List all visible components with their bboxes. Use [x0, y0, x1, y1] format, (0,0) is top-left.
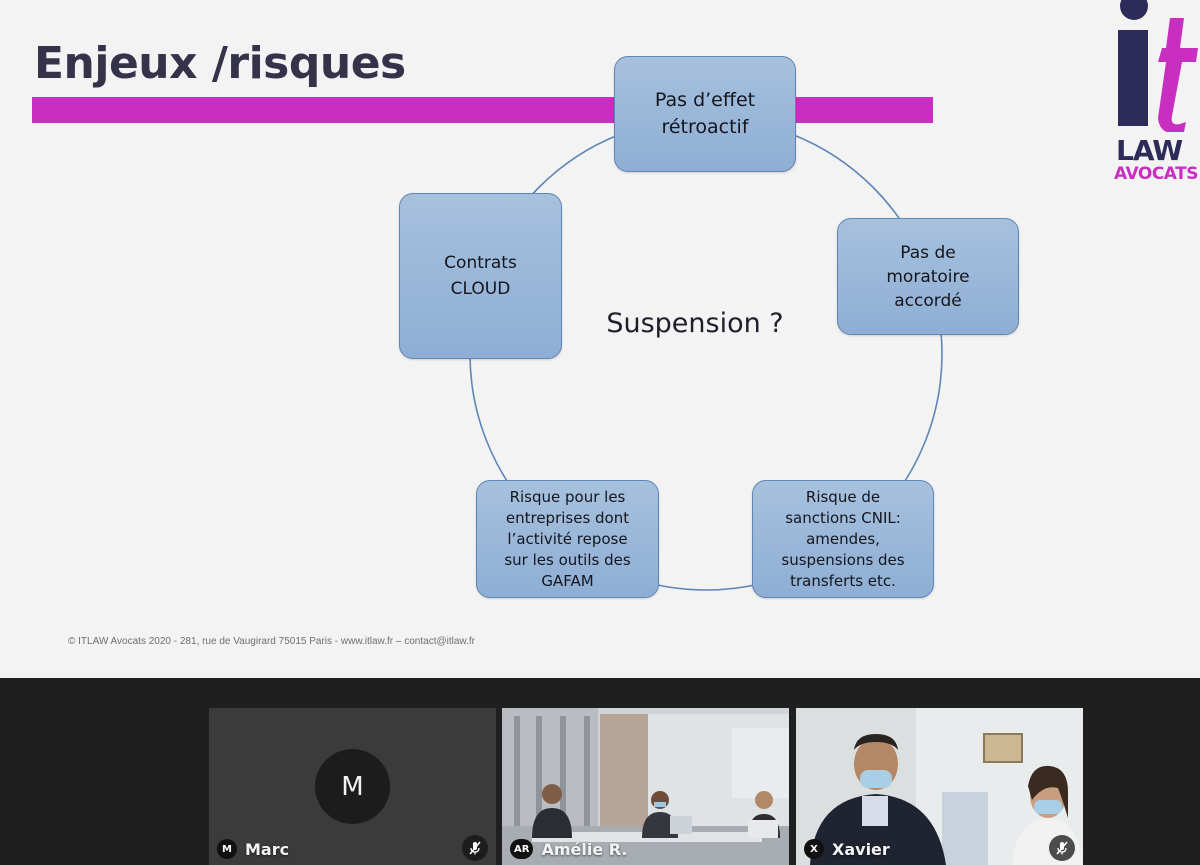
- participant-name-row: AR Amélie R.: [510, 839, 627, 859]
- cycle-node-label: Risque de sanctions CNIL: amendes, suspe…: [781, 487, 905, 590]
- avatar: M: [315, 749, 390, 824]
- participant-tile-xavier[interactable]: X Xavier: [796, 708, 1083, 865]
- initials-badge: AR: [510, 839, 534, 859]
- slide-footer: © ITLAW Avocats 2020 - 281, rue de Vaugi…: [68, 636, 475, 647]
- initials-badge: M: [217, 839, 237, 859]
- participant-name: Marc: [245, 839, 290, 859]
- microphone-off-icon: [1049, 835, 1075, 861]
- logo-avocats-text: AVOCATS: [1114, 164, 1198, 184]
- cycle-node-cnil-sanctions: Risque de sanctions CNIL: amendes, suspe…: [752, 480, 934, 598]
- cycle-node-label: Contrats CLOUD: [444, 253, 517, 299]
- participant-name: Xavier: [832, 839, 890, 859]
- cycle-node-cloud-contracts: Contrats CLOUD: [399, 193, 562, 359]
- cycle-node-no-moratorium: Pas de moratoire accordé: [837, 218, 1019, 335]
- itlaw-logo-icon: [1118, 0, 1198, 132]
- cycle-node-label: Pas d’effet rétroactif: [654, 89, 756, 138]
- cycle-node-label: Risque pour les entreprises dont l’activ…: [504, 487, 631, 590]
- participant-name: Amélie R.: [541, 839, 628, 859]
- slide-title: Enjeux /risques: [34, 38, 406, 89]
- office-video-feed: [796, 708, 1083, 865]
- participant-tile-amelie[interactable]: AR Amélie R.: [502, 708, 789, 865]
- participant-name-row: M Marc: [217, 839, 289, 859]
- participant-tile-marc[interactable]: M M Marc: [209, 708, 496, 865]
- cycle-node-label: Pas de moratoire accordé: [886, 242, 970, 311]
- shared-slide: Enjeux /risques LAW AVOCATS Pas d’effet …: [0, 0, 1200, 678]
- logo-law-text: LAW: [1116, 134, 1183, 167]
- cycle-node-no-retroactive-effect: Pas d’effet rétroactif: [614, 56, 796, 172]
- cycle-node-gafam-risk: Risque pour les entreprises dont l’activ…: [476, 480, 659, 598]
- office-video-feed: [502, 708, 789, 865]
- initials-badge: X: [804, 839, 824, 859]
- center-label: Suspension ?: [606, 308, 784, 339]
- microphone-off-icon: [462, 835, 488, 861]
- participant-name-row: X Xavier: [804, 839, 890, 859]
